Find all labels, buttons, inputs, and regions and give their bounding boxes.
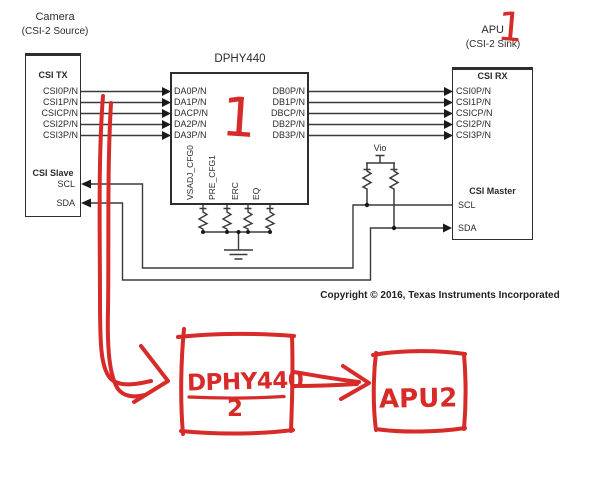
i2c-junction-dots (364, 202, 397, 231)
camera-title: Camera (35, 11, 75, 23)
red-curve-stroke-a (97, 94, 153, 387)
data-lanes-dphy-to-apu (309, 90, 445, 137)
pulldown-junction-dots (201, 230, 272, 234)
dphy-mark-one: 1 (220, 85, 259, 150)
camera-subtitle: (CSI-2 Source) (21, 26, 89, 37)
camera-pin: CSI2P/N (42, 119, 78, 129)
dphy-right-pin: DB0P/N (272, 86, 305, 96)
camera-pin: CSICP/N (41, 108, 78, 118)
vio-pullup-network (361, 154, 400, 228)
red-dphy2-box (176, 327, 296, 436)
dphy-right-pin: DB1P/N (272, 97, 305, 107)
dphy-left-pin: DA1P/N (174, 97, 207, 107)
camera-pin: CSI0P/N (42, 86, 78, 96)
apu-scl-pin: SCL (458, 200, 476, 210)
apu-pin: CSI3P/N (456, 130, 492, 140)
dphy-left-pin: DA3P/N (174, 130, 207, 140)
dphy-left-pin: DACP/N (174, 108, 209, 118)
camera-slave-header: CSI Slave (32, 168, 74, 178)
camera-sda-pin: SDA (56, 198, 75, 208)
i2c-arrowheads (81, 179, 452, 233)
handwritten-dphy440-label: DPHY440 (186, 367, 304, 397)
copyright-notice: Copyright © 2016, Texas Instruments Inco… (320, 290, 560, 301)
vio-label: Vio (373, 143, 387, 153)
camera-pin: CSI3P/N (42, 130, 78, 140)
dphy-right-pin: DBCP/N (270, 108, 305, 118)
dphy-right-pin: DB3P/N (272, 130, 305, 140)
dphy-right-pin: DB2P/N (272, 119, 305, 129)
data-lane-arrowheads-apu (444, 87, 453, 140)
apu-pin: CSI1P/N (456, 97, 492, 107)
config-pulldown-network (197, 205, 276, 250)
dphy440-block (170, 72, 309, 205)
data-lane-arrowheads-dphy (162, 87, 171, 140)
apu-sda-pin: SDA (458, 223, 477, 233)
dphy-left-pin: DA0P/N (174, 86, 207, 96)
data-lanes-camera-to-dphy (81, 90, 163, 137)
apu-block (452, 67, 533, 240)
i2c-wires (90, 183, 452, 281)
ground-symbol (224, 249, 253, 260)
dphy-title: DPHY440 (214, 53, 266, 65)
camera-block (25, 53, 81, 217)
apu-mark-one: 1 (496, 4, 525, 52)
apu-pin: CSI2P/N (456, 119, 492, 129)
red-apu2-box (371, 349, 468, 434)
handwritten-apu2-label: APU2 (378, 383, 458, 415)
apu-header: CSI RX (477, 71, 508, 81)
camera-header: CSI TX (38, 70, 68, 80)
apu-pin: CSICP/N (456, 108, 493, 118)
camera-pin: CSI1P/N (42, 97, 78, 107)
apu-title: APU (481, 24, 504, 36)
red-curve-stroke-b (105, 101, 147, 399)
apu-subtitle: (CSI-2 Sink) (465, 39, 521, 50)
apu-master-header: CSI Master (469, 186, 516, 196)
red-arrow-dphy2-to-apu2 (292, 364, 371, 401)
red-arrowhead-into-dphy2 (132, 344, 170, 404)
apu-pin: CSI0P/N (456, 86, 492, 96)
camera-scl-pin: SCL (57, 179, 75, 189)
handwritten-number-two: 2 (227, 396, 244, 422)
dphy-left-pin: DA2P/N (174, 119, 207, 129)
red-dphy2-underline (187, 394, 286, 400)
